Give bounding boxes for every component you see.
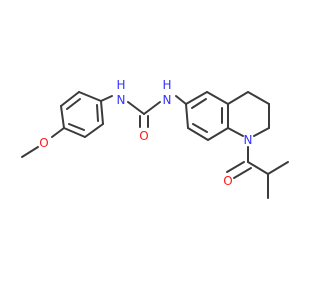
bond-ring2-e: [206, 91, 229, 105]
atom-n-urea-left: N: [117, 93, 126, 107]
bond-ring3-a: [227, 91, 249, 105]
bond-ring2-f: [185, 91, 208, 105]
bond-ring1-f: [63, 127, 86, 138]
bond-nh-right-aryl: [175, 95, 187, 105]
bond-o-aryl: [51, 127, 65, 138]
bond-acyl-double-b: [233, 167, 252, 179]
bond-acyl-double-a: [226, 161, 245, 173]
molecule-structure: O N H O N H N O: [21, 78, 289, 199]
bond-ring3-b: [247, 91, 270, 105]
bond-ring2-inner-3: [191, 98, 207, 109]
bond-ring2-inner-1: [192, 123, 208, 133]
bond-ring2-b: [187, 127, 209, 141]
bond-ring1-inner-2: [96, 104, 99, 122]
atom-n-ring: N: [244, 133, 253, 147]
bond-ring3-d: [253, 127, 270, 137]
bond-carbonyl-nh-right: [143, 101, 161, 115]
bond-isopropyl-methyl-1: [267, 161, 289, 175]
bond-ring1-inner-3: [68, 123, 85, 131]
bond-ring1-a: [60, 105, 65, 129]
atom-h-urea-right: H: [162, 78, 171, 92]
bond-ring1-inner-1: [66, 98, 81, 110]
bond-nh-left-carbonyl: [127, 101, 145, 115]
bond-ring3-e: [227, 127, 244, 137]
bond-acyl-isopropyl: [247, 161, 269, 175]
bond-ring1-c: [78, 91, 102, 102]
atom-o-carbonyl-urea: O: [139, 129, 148, 143]
bond-aryl-nh-left: [100, 95, 113, 102]
bond-ring1-b: [60, 91, 80, 107]
atom-h-urea-left: H: [116, 78, 125, 92]
atom-n-urea-right: N: [163, 93, 172, 107]
structure-canvas: O N H O N H N O: [21, 78, 289, 199]
bond-ring2-a: [185, 103, 189, 129]
bond-ring2-c: [207, 127, 229, 141]
bond-methyl-o: [21, 146, 39, 158]
bond-ring1-d: [100, 100, 104, 125]
atom-o-carbonyl-acyl: O: [223, 174, 232, 188]
bond-ring1-e: [84, 123, 104, 138]
atom-o-methoxy: O: [39, 136, 48, 150]
